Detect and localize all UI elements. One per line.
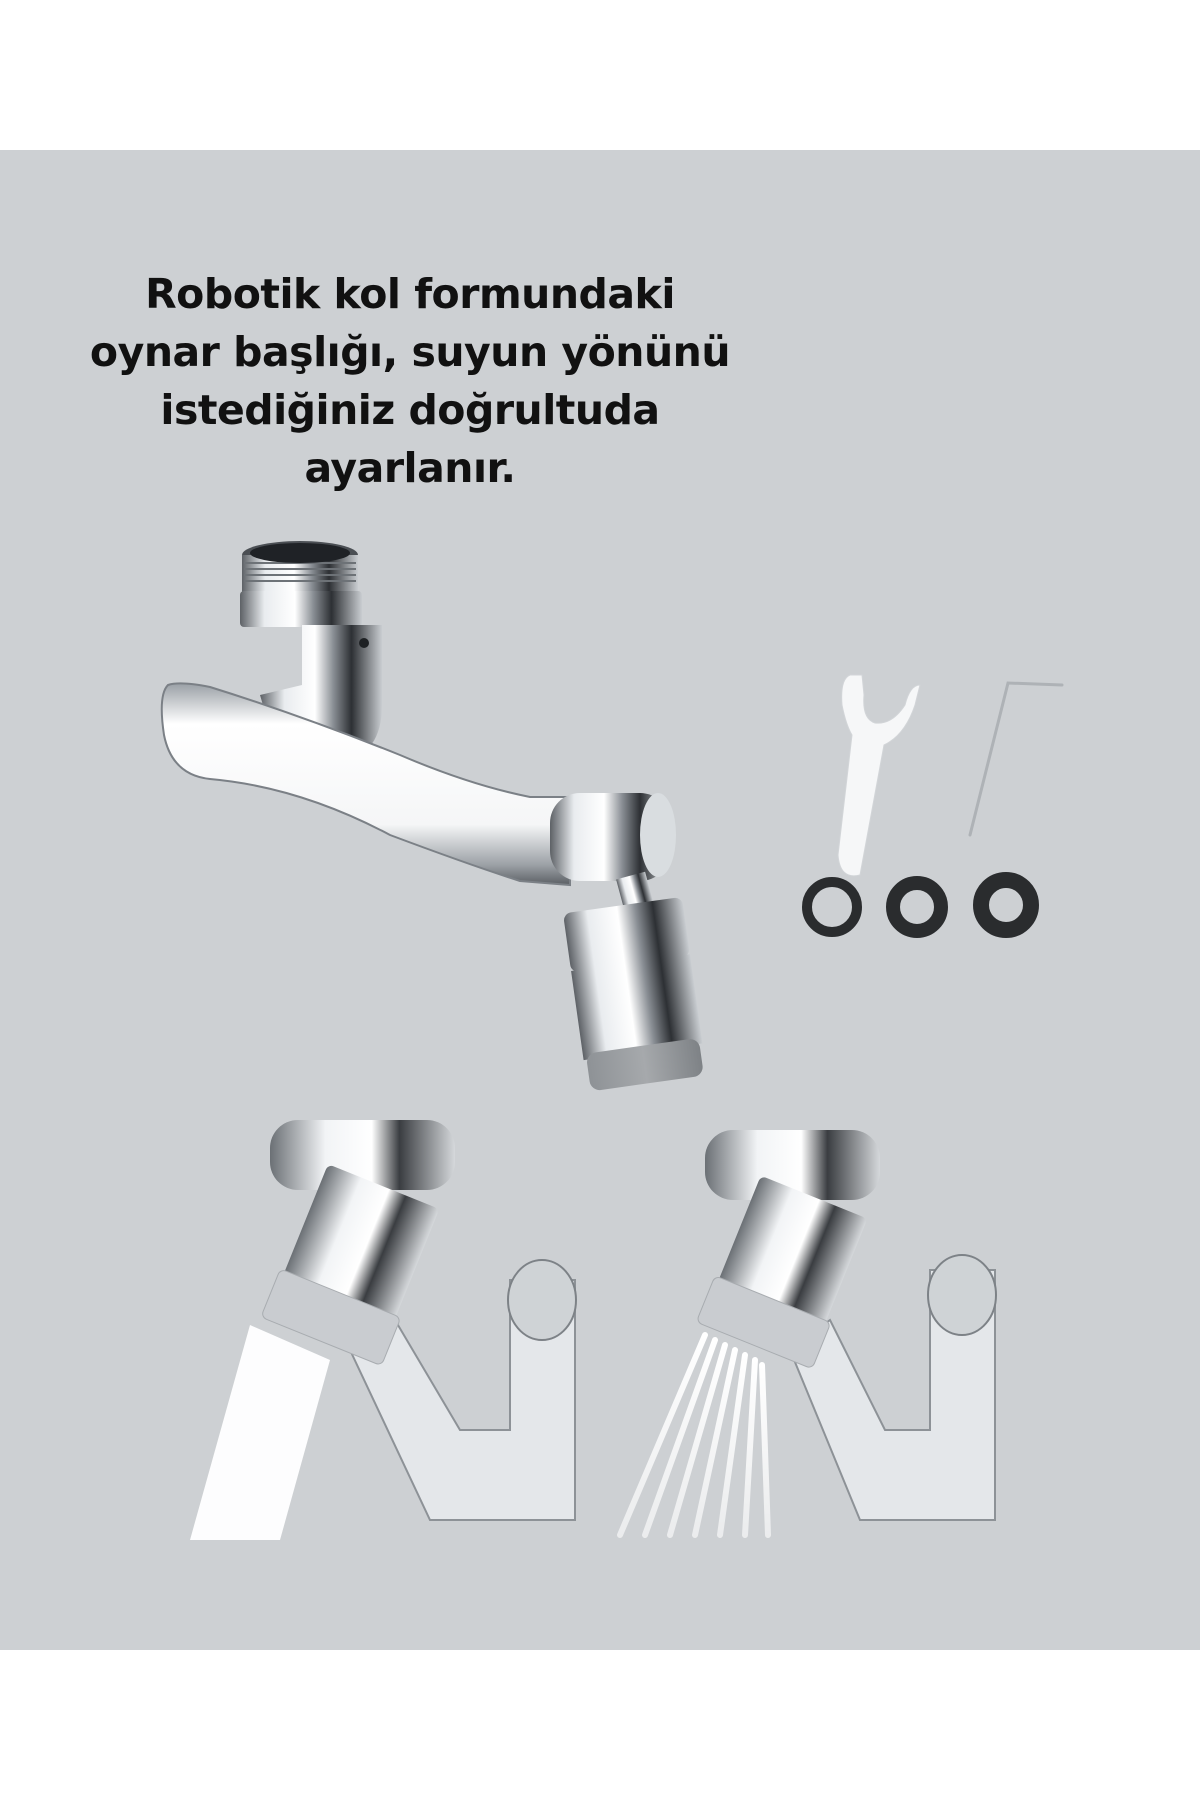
washer-3-icon xyxy=(973,872,1039,938)
allen-key-icon xyxy=(968,681,1064,837)
headline-line-2: oynar başlığı, suyun yönünü xyxy=(89,328,731,376)
demo-photo-spray xyxy=(617,1130,997,1538)
threaded-connector xyxy=(240,541,362,627)
headline-line-4: ayarlanır. xyxy=(304,444,516,492)
bottom-margin xyxy=(0,1650,1200,1800)
top-margin xyxy=(0,0,1200,150)
faucet-main-image xyxy=(160,541,703,1091)
headline-line-3: istediğiniz doğrultuda xyxy=(160,386,660,434)
water-spray xyxy=(617,1332,771,1538)
headline-line-1: Robotik kol formundaki xyxy=(145,270,675,318)
washer-2-icon xyxy=(886,876,948,938)
demo-photo-solid-stream xyxy=(190,1120,577,1540)
accessories-image xyxy=(802,674,1064,938)
headline: Robotik kol formundaki oynar başlığı, su… xyxy=(80,265,740,497)
wrench-icon xyxy=(837,674,921,877)
washer-1-icon xyxy=(802,877,862,937)
product-panel: Robotik kol formundaki oynar başlığı, su… xyxy=(0,150,1200,1650)
water-stream xyxy=(190,1325,330,1540)
